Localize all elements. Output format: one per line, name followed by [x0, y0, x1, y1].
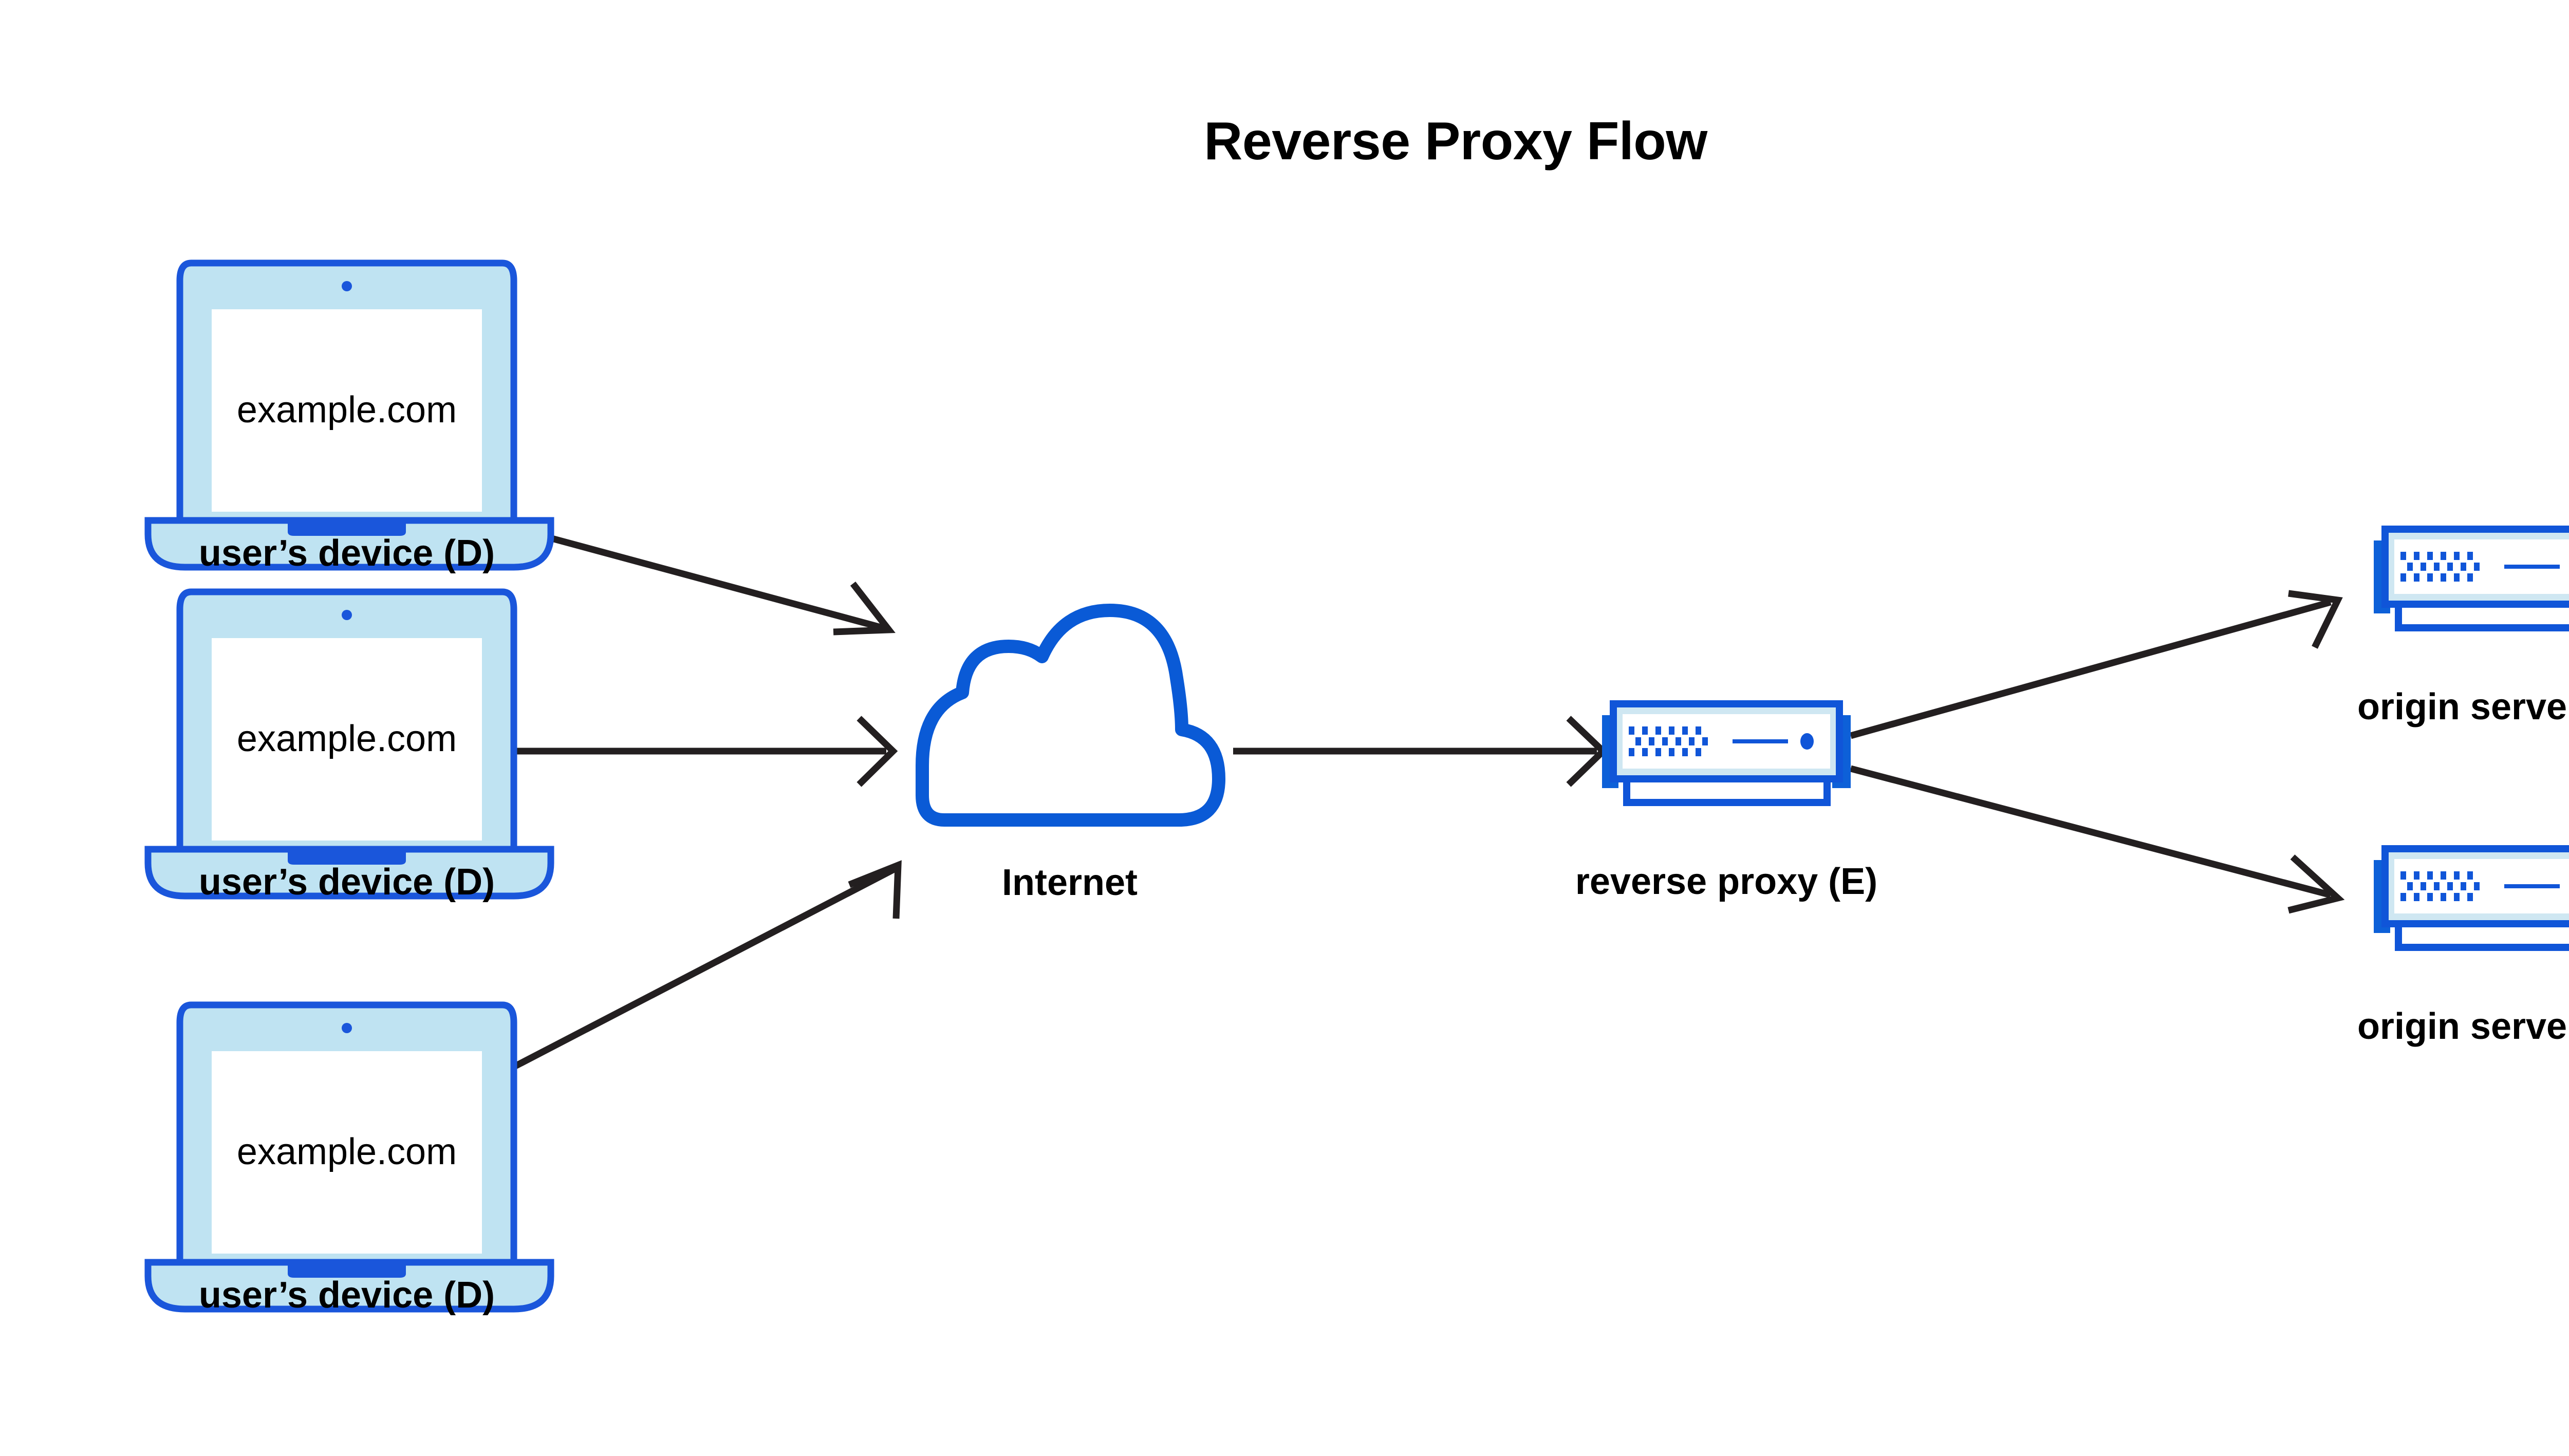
node-client-middle[interactable]: example.com user’s device (D): [144, 588, 554, 903]
edge-internet-to-reverse-proxy: [1233, 716, 1608, 787]
arrowhead-icon: [2288, 590, 2343, 649]
laptop-base: [144, 517, 554, 571]
node-label-client-top: user’s device (D): [199, 533, 495, 574]
node-label-client-middle: user’s device (D): [199, 862, 495, 903]
node-client-top[interactable]: example.com user’s device (D): [144, 259, 554, 574]
server-panel: [1623, 714, 1830, 769]
arrowhead-icon: [848, 860, 902, 919]
node-origin-top[interactable]: origin server (F): [2357, 526, 2569, 727]
node-internet[interactable]: Internet: [916, 604, 1225, 903]
laptop-camera-icon: [342, 610, 352, 620]
node-label-origin-bottom: origin server (F): [2357, 1006, 2569, 1047]
laptop-base: [144, 846, 554, 900]
laptop-screen-text: example.com: [237, 718, 457, 759]
page-title: Reverse Proxy Flow: [1204, 111, 1708, 171]
edge-reverse-proxy-to-origin-bottom: [1850, 765, 2345, 914]
edge-line: [501, 866, 896, 1076]
server-status-bar: [2504, 884, 2560, 888]
arrowhead-icon: [2287, 854, 2345, 914]
server-status-bar: [1733, 739, 1788, 743]
node-label-client-bottom: user’s device (D): [199, 1275, 495, 1316]
server-led-grid: [2400, 871, 2480, 901]
laptop-camera-icon: [342, 1023, 352, 1033]
laptop-screen: [212, 638, 482, 841]
laptop-base: [144, 1259, 554, 1313]
node-origin-bottom[interactable]: origin server (F): [2357, 845, 2569, 1047]
laptop-icon: [144, 259, 554, 571]
edge-line: [1850, 765, 2332, 899]
laptop-notch: [288, 849, 406, 865]
edge-client-bottom-to-internet: [501, 860, 902, 1076]
server-indicator-dot: [1800, 733, 1814, 750]
node-label-internet: Internet: [1002, 862, 1138, 903]
laptop-notch: [288, 1262, 406, 1278]
laptop-screen-text: example.com: [237, 389, 457, 431]
edge-reverse-proxy-to-origin-top: [1850, 590, 2343, 739]
laptop-notch: [288, 520, 406, 536]
laptop-camera-icon: [342, 281, 352, 291]
node-label-origin-top: origin server (F): [2357, 686, 2569, 727]
laptop-screen: [212, 1051, 482, 1254]
node-client-bottom[interactable]: example.com user’s device (D): [144, 1001, 554, 1316]
arrowhead-icon: [833, 582, 896, 636]
server-status-bar: [2504, 565, 2560, 569]
cloud-icon: [916, 604, 1225, 827]
edge-client-top-to-internet: [513, 525, 896, 636]
laptop-screen-text: example.com: [237, 1131, 457, 1172]
edge-client-middle-to-internet: [497, 716, 898, 787]
server-led-grid: [1629, 726, 1708, 756]
server-led-grid: [2400, 552, 2480, 582]
laptop-icon: [144, 588, 554, 900]
arrowhead-icon: [857, 716, 898, 787]
node-reverse-proxy[interactable]: reverse proxy (E): [1575, 700, 1877, 902]
node-label-reverse-proxy: reverse proxy (E): [1575, 861, 1877, 902]
edge-line: [1850, 599, 2332, 739]
laptop-screen: [212, 309, 482, 512]
laptop-icon: [144, 1001, 554, 1313]
edge-line: [513, 525, 884, 631]
